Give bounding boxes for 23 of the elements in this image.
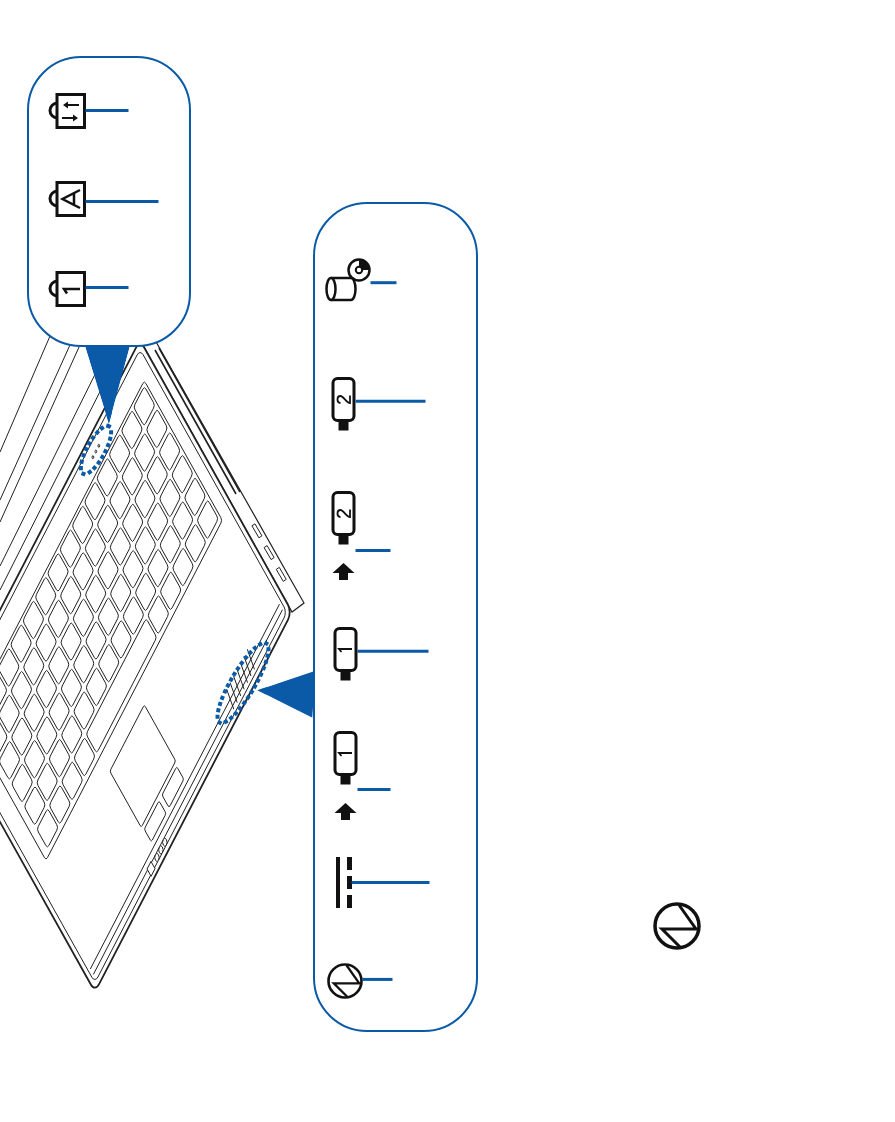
- battery-charging-icon: [330, 490, 356, 581]
- callout-bubble: [27, 56, 191, 347]
- battery-icon: [332, 626, 358, 682]
- leader-line: [85, 109, 129, 112]
- disc-drive-icon: [324, 257, 371, 303]
- power-icon: [653, 902, 701, 950]
- battery-icon: [330, 376, 356, 432]
- leader-line: [351, 881, 430, 884]
- callout-pointer: [257, 670, 314, 719]
- battery-charging-icon: [332, 730, 358, 821]
- leader-line: [357, 649, 429, 653]
- dc-power-icon: [335, 856, 352, 908]
- leader-line: [370, 281, 397, 285]
- dotted-ellipse: [213, 638, 273, 728]
- leader-line: [85, 199, 159, 203]
- leader-line: [357, 787, 391, 791]
- leader-line: [362, 977, 393, 981]
- leader-line: [85, 285, 129, 289]
- leader-line: [355, 399, 426, 403]
- leader-line: [355, 549, 391, 553]
- power-icon: [326, 962, 363, 999]
- callout-bubble: [313, 202, 478, 1032]
- dotted-ellipse: [77, 422, 115, 478]
